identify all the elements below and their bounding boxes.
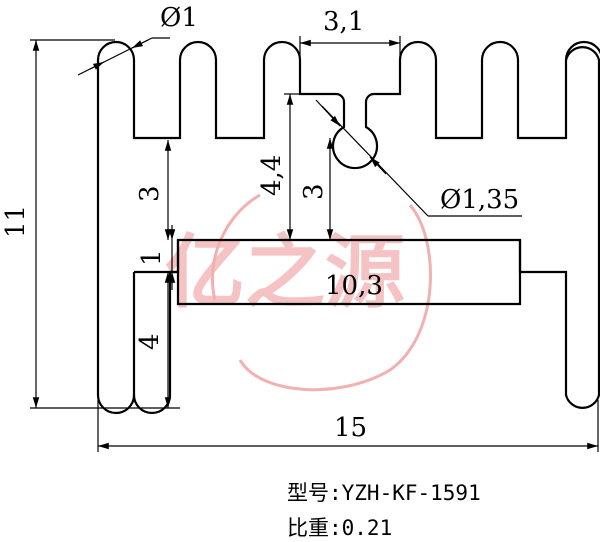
heatsink-profile (96, 40, 600, 170)
dim-11-label: 11 (1, 205, 31, 238)
dim-15: 15 (97, 400, 599, 452)
dim-11: 11 (1, 39, 180, 409)
dim-3-mid: 3 (299, 138, 334, 240)
dim-3-left-label: 3 (135, 185, 165, 202)
dim-4: 4 (135, 272, 172, 408)
watermark-logo: 亿之源 (165, 193, 432, 392)
dim-10-3: 10,3 (178, 271, 520, 305)
dim-dia-1: Ø1 (77, 3, 198, 76)
dim-3-mid-label: 3 (299, 183, 329, 200)
dim-10-3-label: 10,3 (325, 271, 383, 301)
dim-1: 1 (137, 225, 176, 290)
dim-dia-1-35: Ø1,35 (315, 99, 522, 217)
dim-3-1: 3,1 (299, 7, 401, 60)
dim-4-label: 4 (135, 333, 165, 350)
left-fin (96, 60, 136, 415)
dim-4-4-label: 4,4 (257, 155, 287, 196)
density-caption: 比重:0.21 (287, 516, 392, 540)
dim-15-label: 15 (334, 413, 367, 443)
model-caption: 型号:YZH-KF-1591 (287, 481, 481, 505)
right-fin (132, 45, 600, 415)
dim-dia-1-label: Ø1 (160, 3, 198, 33)
dim-4-4: 4,4 (257, 93, 300, 240)
dim-3-1-label: 3,1 (323, 7, 364, 37)
dim-1-label: 1 (137, 249, 167, 266)
dim-3-left: 3 (135, 140, 172, 240)
dim-dia-1-35-label: Ø1,35 (440, 185, 519, 215)
